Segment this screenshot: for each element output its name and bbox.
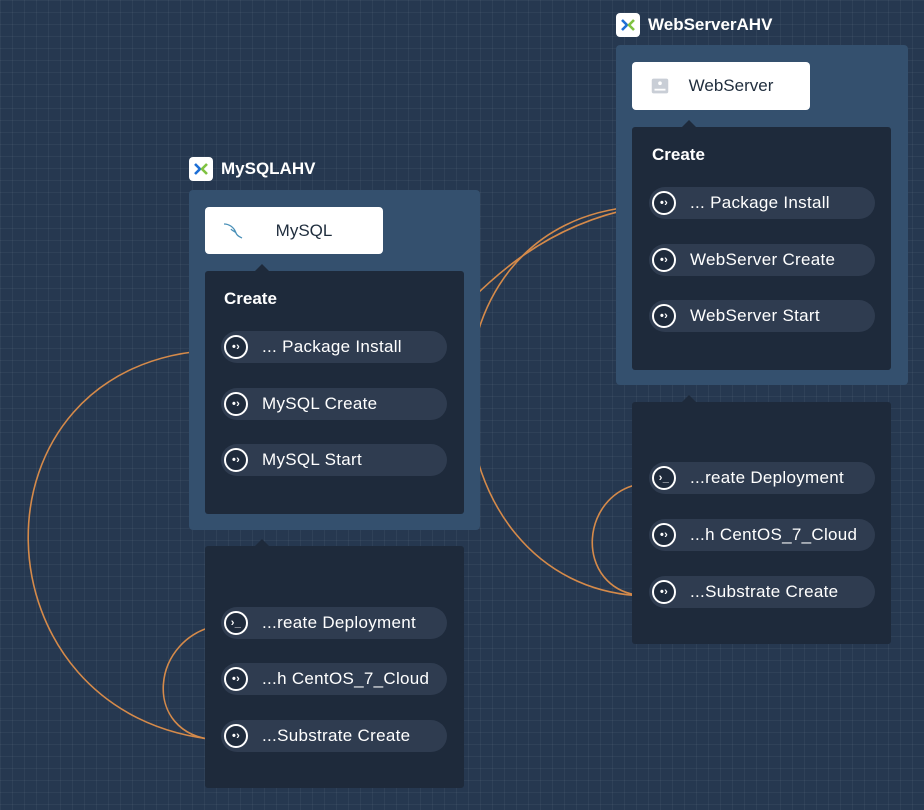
run-script-icon: •› — [652, 523, 676, 547]
task-label: ... Package Install — [690, 193, 830, 212]
run-script-icon: •› — [652, 191, 676, 215]
task-mysql-centos-cloud[interactable]: •› ...h CentOS_7_Cloud — [221, 663, 447, 695]
substrate-card-webserver[interactable]: WebServer — [632, 62, 810, 110]
substrate-label: WebServer — [688, 76, 774, 95]
substrate-label: MySQL — [275, 220, 333, 240]
task-label: WebServer Start — [690, 306, 820, 325]
nutanix-logo-icon — [189, 157, 213, 181]
panel-title: Create — [652, 145, 705, 164]
panel-notch — [255, 539, 269, 546]
task-label: ...reate Deployment — [690, 468, 845, 487]
task-label: MySQL Start — [262, 450, 362, 469]
run-script-icon: •› — [652, 248, 676, 272]
service-header-mysqlahv[interactable]: MySQLAHV — [189, 157, 315, 181]
task-mysql-package-install[interactable]: •› ... Package Install — [221, 331, 447, 363]
substrate-card-mysql[interactable]: MySQL — [205, 207, 383, 254]
task-label: ... Package Install — [262, 337, 402, 356]
service-header-webserverahv[interactable]: WebServerAHV — [616, 13, 772, 37]
task-web-centos-cloud[interactable]: •› ...h CentOS_7_Cloud — [649, 519, 875, 551]
service-name: MySQLAHV — [221, 159, 316, 178]
task-mysql-substrate-create[interactable]: •› ...Substrate Create — [221, 720, 447, 752]
task-label: ...h CentOS_7_Cloud — [690, 525, 858, 544]
task-label: ...Substrate Create — [262, 726, 411, 745]
terminal-icon: ›_ — [652, 466, 676, 490]
task-web-package-install[interactable]: •› ... Package Install — [649, 187, 875, 219]
terminal-icon: ›_ — [224, 611, 248, 635]
run-script-icon: •› — [652, 304, 676, 328]
nutanix-logo-icon — [616, 13, 640, 37]
task-mysql-start[interactable]: •› MySQL Start — [221, 444, 447, 476]
run-script-icon: •› — [652, 580, 676, 604]
task-label: ...Substrate Create — [690, 582, 839, 601]
panel-notch — [682, 395, 696, 402]
task-web-substrate-create[interactable]: •› ...Substrate Create — [649, 576, 875, 608]
panel-notch — [682, 120, 696, 127]
panel-notch — [255, 264, 269, 271]
task-web-create[interactable]: •› WebServer Create — [649, 244, 875, 276]
task-label: ...reate Deployment — [262, 613, 417, 632]
task-web-start[interactable]: •› WebServer Start — [649, 300, 875, 332]
run-script-icon: •› — [224, 392, 248, 416]
run-script-icon: •› — [224, 667, 248, 691]
task-mysql-create-deployment[interactable]: ›_ ...reate Deployment — [221, 607, 447, 639]
task-label: ...h CentOS_7_Cloud — [262, 669, 430, 688]
service-name: WebServerAHV — [648, 15, 773, 34]
panel-title: Create — [224, 289, 277, 308]
run-script-icon: •› — [224, 724, 248, 748]
server-icon — [648, 74, 672, 98]
task-web-create-deployment[interactable]: ›_ ...reate Deployment — [649, 462, 875, 494]
mysql-dolphin-icon — [221, 219, 245, 243]
run-script-icon: •› — [224, 448, 248, 472]
task-label: WebServer Create — [690, 250, 836, 269]
task-mysql-create[interactable]: •› MySQL Create — [221, 388, 447, 420]
run-script-icon: •› — [224, 335, 248, 359]
task-label: MySQL Create — [262, 394, 378, 413]
